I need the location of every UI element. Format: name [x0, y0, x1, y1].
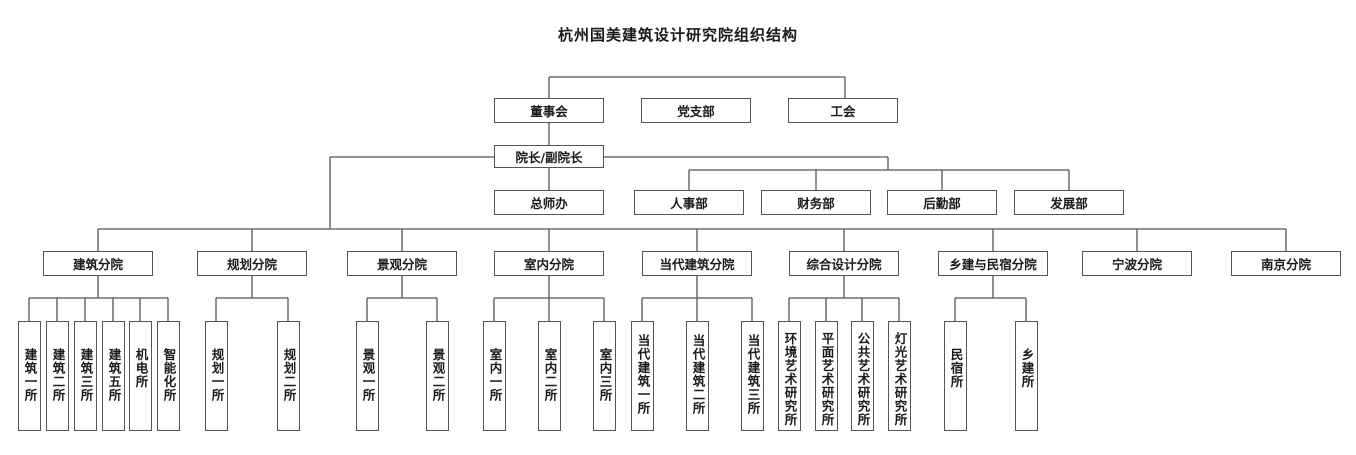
- branch-box: 室内分院: [494, 251, 604, 276]
- sub-unit-box: 规划一所: [205, 321, 228, 431]
- sub-unit-box: 当代建筑三所: [741, 321, 764, 431]
- sub-unit-box: 当代建筑一所: [631, 321, 654, 431]
- sub-unit-label: 建筑二所: [50, 348, 66, 402]
- sub-unit-box: 室内三所: [593, 321, 616, 431]
- sub-unit-box: 乡建所: [1015, 321, 1038, 431]
- chart-title: 杭州国美建筑设计研究院组织结构: [557, 26, 798, 44]
- branch-box: 乡建与民宿分院: [938, 251, 1048, 276]
- sub-unit-label: 建筑三所: [78, 348, 94, 402]
- sub-unit-box: 室内二所: [538, 321, 561, 431]
- sub-unit-label: 景观二所: [430, 348, 446, 402]
- sub-unit-box: 机电所: [129, 321, 152, 431]
- sub-unit-box: 景观一所: [356, 321, 379, 431]
- finance-department-box: 财务部: [761, 190, 871, 215]
- sub-unit-box: 室内一所: [483, 321, 506, 431]
- sub-unit-box: 规划二所: [277, 321, 300, 431]
- board-box: 董事会: [494, 98, 604, 123]
- union-box: 工会: [788, 98, 898, 123]
- sub-unit-box: 智能化所: [157, 321, 180, 431]
- sub-unit-label: 室内三所: [597, 348, 613, 402]
- logistics-department-box: 后勤部: [887, 190, 997, 215]
- sub-unit-label: 环境艺术研究所: [782, 332, 798, 427]
- sub-unit-label: 民宿所: [948, 348, 964, 389]
- development-department-box: 发展部: [1014, 190, 1124, 215]
- sub-unit-box: 公共艺术研究所: [851, 321, 874, 431]
- branch-box: 综合设计分院: [789, 251, 899, 276]
- sub-unit-label: 公共艺术研究所: [855, 332, 871, 427]
- branch-box: 宁波分院: [1082, 251, 1192, 276]
- sub-unit-box: 建筑一所: [18, 321, 41, 431]
- sub-unit-box: 民宿所: [944, 321, 967, 431]
- branch-box: 当代建筑分院: [642, 251, 752, 276]
- sub-unit-label: 当代建筑一所: [635, 334, 651, 415]
- sub-unit-box: 平面艺术研究所: [815, 321, 838, 431]
- branch-box: 南京分院: [1231, 251, 1341, 276]
- sub-unit-box: 灯光艺术研究所: [888, 321, 911, 431]
- hr-department-box: 人事部: [634, 190, 744, 215]
- chief-office-box: 总师办: [494, 190, 604, 215]
- sub-unit-label: 平面艺术研究所: [819, 332, 835, 427]
- sub-unit-box: 建筑三所: [74, 321, 97, 431]
- branch-box: 规划分院: [197, 251, 307, 276]
- branch-box: 景观分院: [347, 251, 457, 276]
- sub-unit-box: 环境艺术研究所: [778, 321, 801, 431]
- sub-unit-label: 室内一所: [487, 348, 503, 402]
- sub-unit-label: 建筑一所: [22, 348, 38, 402]
- sub-unit-label: 建筑五所: [106, 348, 122, 402]
- sub-unit-box: 建筑二所: [46, 321, 69, 431]
- sub-unit-label: 智能化所: [161, 348, 177, 402]
- sub-unit-label: 当代建筑三所: [745, 334, 761, 415]
- sub-unit-label: 景观一所: [360, 348, 376, 402]
- sub-unit-label: 规划二所: [281, 348, 297, 402]
- party-branch-box: 党支部: [641, 98, 751, 123]
- sub-unit-box: 景观二所: [426, 321, 449, 431]
- sub-unit-label: 规划一所: [209, 348, 225, 402]
- sub-unit-label: 机电所: [133, 348, 149, 389]
- sub-unit-label: 室内二所: [542, 348, 558, 402]
- sub-unit-box: 建筑五所: [102, 321, 125, 431]
- sub-unit-label: 当代建筑二所: [690, 334, 706, 415]
- president-box: 院长/副院长: [494, 145, 604, 168]
- sub-unit-label: 乡建所: [1019, 348, 1035, 389]
- branch-box: 建筑分院: [43, 251, 153, 276]
- sub-unit-label: 灯光艺术研究所: [892, 332, 908, 427]
- sub-unit-box: 当代建筑二所: [686, 321, 709, 431]
